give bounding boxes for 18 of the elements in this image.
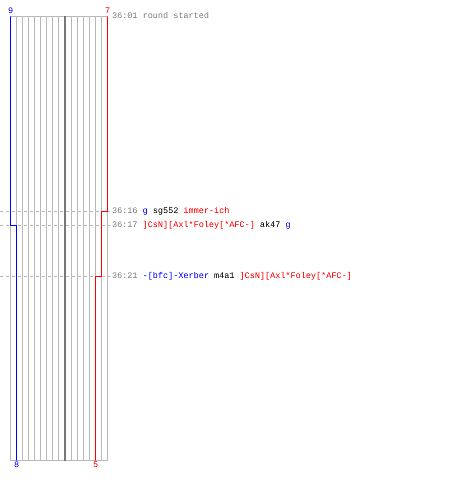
team-count: 5 [92,460,98,470]
player-name: g [285,220,291,230]
timestamp: 36:17 [112,220,138,230]
timestamp: 36:21 [112,271,138,281]
player-name: g [142,206,148,216]
event-text: round started [142,11,209,21]
weapon-name: sg552 [152,206,178,216]
team-count: 8 [14,460,20,470]
weapon-name: m4a1 [214,271,234,281]
player-name: ]CsN][Axl*Foley[*AFC-] [142,220,255,230]
timestamp: 36:16 [112,206,138,216]
team-count: 9 [8,6,14,16]
player-name: ]CsN][Axl*Foley[*AFC-] [240,271,352,281]
team-count: 7 [104,6,110,16]
player-name: immer-ich [183,206,230,216]
timestamp: 36:01 [112,11,138,21]
weapon-name: ak47 [260,220,280,230]
player-name: -[bfc]-Xerber [142,271,209,281]
